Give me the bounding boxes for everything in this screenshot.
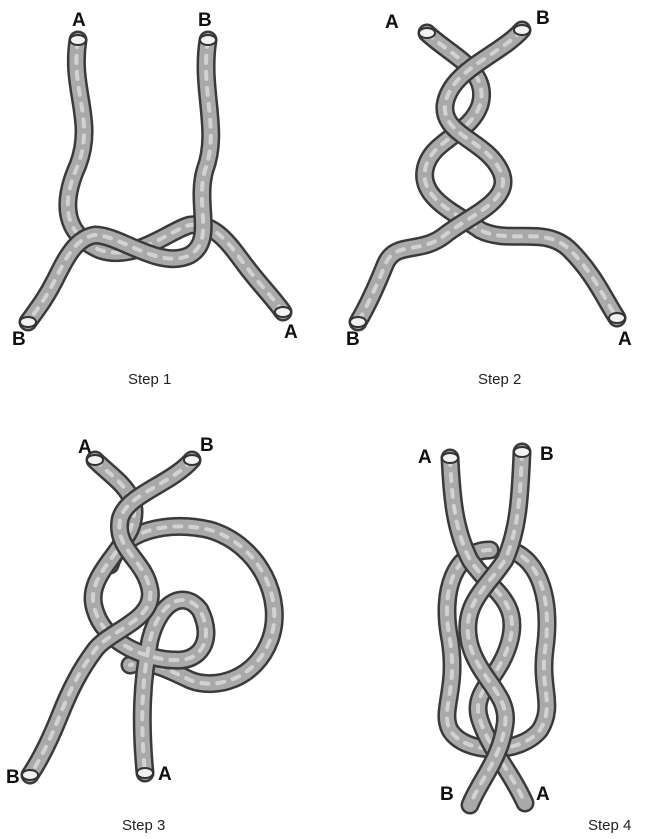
end-label-a: A <box>78 437 92 458</box>
end-label-a: A <box>284 322 298 343</box>
step-3-rope <box>30 460 274 775</box>
rope-end-cap <box>22 770 38 780</box>
end-label-a: A <box>385 12 399 33</box>
rope-end-cap <box>350 317 366 327</box>
step-caption: Step 2 <box>478 371 521 388</box>
end-label-b: B <box>536 8 550 29</box>
rope-end-cap <box>200 35 216 45</box>
step-caption: Step 3 <box>122 817 165 834</box>
rope-end-cap <box>275 307 291 317</box>
end-label-b: B <box>12 329 26 350</box>
end-label-a: A <box>72 10 86 31</box>
step-4-panel: A B B A Step 4 <box>418 444 631 834</box>
step-2-rope <box>358 30 617 322</box>
end-label-b: B <box>200 435 214 456</box>
end-label-a: A <box>158 764 172 785</box>
end-label-b: B <box>440 784 454 805</box>
end-label-b: B <box>198 10 212 31</box>
step-1-rope <box>28 40 283 322</box>
rope-end-cap <box>514 25 530 35</box>
step-2-panel: A B B A Step 2 <box>346 8 632 388</box>
rope-end-cap <box>514 447 530 457</box>
end-label-a: A <box>418 447 432 468</box>
end-label-b: B <box>346 329 360 350</box>
rope-end-cap <box>20 317 36 327</box>
rope-end-cap <box>137 768 153 778</box>
step-4-rope <box>447 452 547 805</box>
step-3-panel: A B B A Step 3 <box>6 435 274 834</box>
step-1-panel: A B B A Step 1 <box>12 10 298 388</box>
end-label-a: A <box>536 784 550 805</box>
step-caption: Step 1 <box>128 371 171 388</box>
end-label-b: B <box>540 444 554 465</box>
step-caption: Step 4 <box>588 817 631 834</box>
end-label-b: B <box>6 767 20 788</box>
rope-end-cap <box>442 453 458 463</box>
rope-end-cap <box>184 455 200 465</box>
rope-end-cap <box>70 35 86 45</box>
rope-end-cap <box>419 28 435 38</box>
end-label-a: A <box>618 329 632 350</box>
rope-end-cap <box>609 313 625 323</box>
